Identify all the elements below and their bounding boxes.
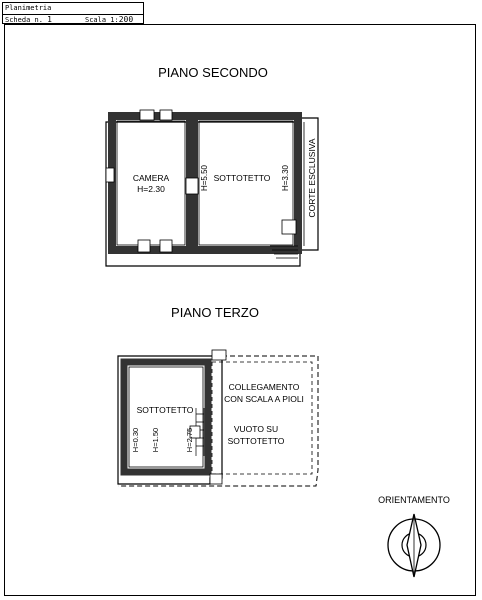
scheda-label: Scheda n. — [5, 16, 43, 24]
door-corte — [281, 219, 297, 235]
scheda-value: 1 — [47, 15, 52, 24]
vuoto-label-2: SOTTOTETTO — [228, 436, 285, 446]
collegamento-label-2: CON SCALA A PIOLI — [224, 394, 304, 404]
height-left-label: H=5.50 — [200, 164, 209, 191]
height-2-label: H=1.50 — [151, 428, 160, 452]
stairs-second — [270, 245, 298, 259]
third-bottom-opening — [209, 473, 223, 485]
window-bottom-2 — [159, 239, 173, 253]
third-side-opening — [189, 425, 201, 439]
collegamento-label-1: COLLEGAMENTO — [229, 382, 300, 392]
floor-second-plan — [105, 109, 319, 267]
camera-height-label: H=2.30 — [137, 184, 165, 194]
floor-third-title: PIANO TERZO — [171, 305, 259, 320]
sottotetto-room — [198, 120, 294, 246]
camera-label: CAMERA — [133, 173, 170, 183]
window-top-2 — [159, 109, 173, 121]
sottotetto-third-label: SOTTOTETTO — [137, 405, 194, 415]
title-text: Planimetria — [5, 4, 52, 12]
floor-third-plan — [117, 349, 319, 487]
corte-label: CORTE ESCLUSIVA — [307, 138, 317, 217]
window-bottom-1 — [137, 239, 151, 253]
title-block-divider — [3, 14, 143, 15]
drawing-frame — [4, 24, 476, 596]
door-between-rooms — [185, 177, 199, 195]
north-arrow-icon — [387, 513, 441, 578]
scheda-field: Scheda n. 1 — [5, 15, 52, 24]
third-top-opening — [211, 349, 227, 361]
void-outline — [118, 355, 319, 487]
title-block: Planimetria Scheda n. 1 Scala 1:200 — [2, 2, 144, 24]
window-left — [105, 167, 115, 183]
vuoto-label-1: VUOTO SU — [234, 424, 278, 434]
scala-label: Scala 1: — [85, 16, 119, 24]
window-top-1 — [139, 109, 155, 121]
sottotetto-third-walls — [120, 358, 212, 476]
scala-field: Scala 1:200 — [85, 15, 133, 24]
vuoto-area — [211, 361, 313, 475]
height-1-label: H=0.30 — [131, 428, 140, 452]
floor-second-title: PIANO SECONDO — [158, 65, 268, 80]
sottotetto-label: SOTTOTETTO — [214, 173, 271, 183]
height-right-label: H=3.30 — [281, 164, 290, 191]
scala-value: 200 — [118, 15, 134, 24]
height-3-label: H=2.75 — [185, 428, 194, 452]
sottotetto-third-room — [128, 366, 204, 468]
camera-walls — [108, 112, 194, 254]
orientation-label: ORIENTAMENTO — [378, 495, 450, 505]
camera-room — [116, 120, 186, 246]
